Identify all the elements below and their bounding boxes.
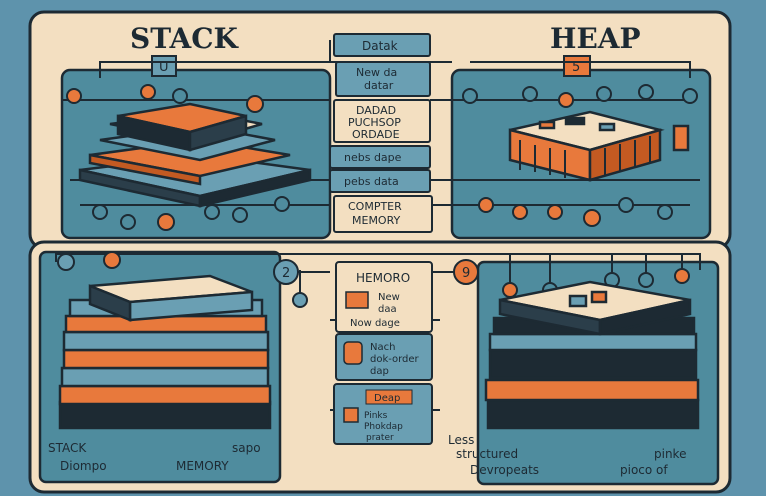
node [547, 204, 563, 220]
bottom-heap-slabs [484, 280, 700, 430]
label-new-daa: New [378, 292, 400, 303]
deap-tag [365, 389, 413, 405]
label-new-da-line2: datar [364, 79, 394, 92]
badge-left [273, 259, 299, 285]
heap-marker-label: 5 [572, 60, 580, 75]
node [657, 204, 673, 220]
caption-less: Less [448, 433, 474, 447]
cube-icon [343, 407, 359, 423]
badge-right-label: 9 [462, 266, 470, 281]
node [246, 95, 264, 113]
node [462, 88, 478, 104]
label-box-hemoro [335, 261, 433, 333]
node [232, 207, 248, 223]
stack-marker-label: U [159, 60, 169, 75]
node [674, 268, 690, 284]
caption-pinke: pinke [654, 447, 686, 461]
label-new-da-line1: New da [356, 66, 397, 79]
label-new-daa-2: daa [378, 304, 397, 315]
heap-top-block [508, 110, 690, 182]
label-box-new-da [335, 61, 431, 97]
label-now-dage: Now dage [350, 318, 400, 329]
center-column-bottom: HEMORO New daa Now dage Nach dok- order … [333, 261, 433, 445]
node [57, 253, 75, 271]
label-prater: prater [366, 433, 394, 443]
node [478, 197, 494, 213]
bottom-stack-slabs [58, 274, 272, 430]
label-box-nebs [329, 145, 431, 169]
caption-memory: MEMORY [176, 459, 229, 473]
node [292, 292, 308, 308]
label-box-datak [333, 33, 431, 57]
node [596, 86, 612, 102]
label-dadad-line1: DADAD [356, 104, 396, 117]
node [103, 251, 121, 269]
node [274, 196, 290, 212]
label-pebs: pebs data [344, 175, 399, 188]
cylinder-icon [343, 341, 363, 365]
caption-pioco-of: pioco of [620, 463, 668, 477]
envelope-icon [345, 291, 369, 309]
label-dok-ordar-2: order [392, 354, 420, 365]
label-dok-ordar: dok- [370, 354, 392, 365]
label-phokdap: Phokdap [364, 422, 403, 432]
heap-top-nodes [462, 84, 698, 227]
label-compter-line2: MEMORY [352, 214, 401, 227]
label-dadad-line3: ORDADE [352, 128, 400, 141]
node [638, 272, 654, 288]
node [618, 197, 634, 213]
badge-left-label: 2 [282, 266, 290, 281]
node [522, 86, 538, 102]
stack-top-block [78, 102, 312, 208]
node [583, 209, 601, 227]
node [157, 213, 175, 231]
label-box-compter [333, 195, 433, 233]
label-box-dadad [333, 99, 431, 143]
label-dap: dap [370, 366, 389, 377]
node [502, 282, 518, 298]
node [638, 84, 654, 100]
caption-stack: STACK [48, 441, 87, 455]
bottom-nodes [57, 251, 690, 308]
label-dadad-line2: PUCHSOP [348, 116, 401, 129]
node [140, 84, 156, 100]
bottom-captions: STACK Diompo sapo MEMORY Less structured… [48, 433, 686, 477]
label-nach: Nach [370, 342, 395, 353]
heap-title: HEAP [550, 22, 641, 55]
label-nebs: nebs dape [344, 151, 402, 164]
caption-sapo: sapo [232, 441, 261, 455]
badge-right [453, 259, 479, 285]
stack-title: STACK [130, 22, 240, 55]
caption-devropeats: Devropeats [470, 463, 539, 477]
node [92, 204, 108, 220]
label-box-pebs [329, 169, 431, 193]
node [682, 88, 698, 104]
caption-structured: structured [456, 447, 518, 461]
caption-diompo: Diompo [60, 459, 107, 473]
center-labels-top: Datak New da datar DADAD PUCHSOP ORDADE … [329, 33, 433, 233]
node [204, 204, 220, 220]
label-hemoro: HEMORO [356, 271, 410, 285]
label-datak: Datak [362, 39, 398, 53]
node [558, 92, 574, 108]
label-deap: Deap [374, 393, 400, 404]
label-compter-line1: COMPTER [348, 200, 402, 213]
node [66, 88, 82, 104]
stack-top-nodes [66, 84, 290, 231]
node [512, 204, 528, 220]
node [172, 88, 188, 104]
node [120, 214, 136, 230]
label-pinks: Pinks [364, 411, 388, 421]
